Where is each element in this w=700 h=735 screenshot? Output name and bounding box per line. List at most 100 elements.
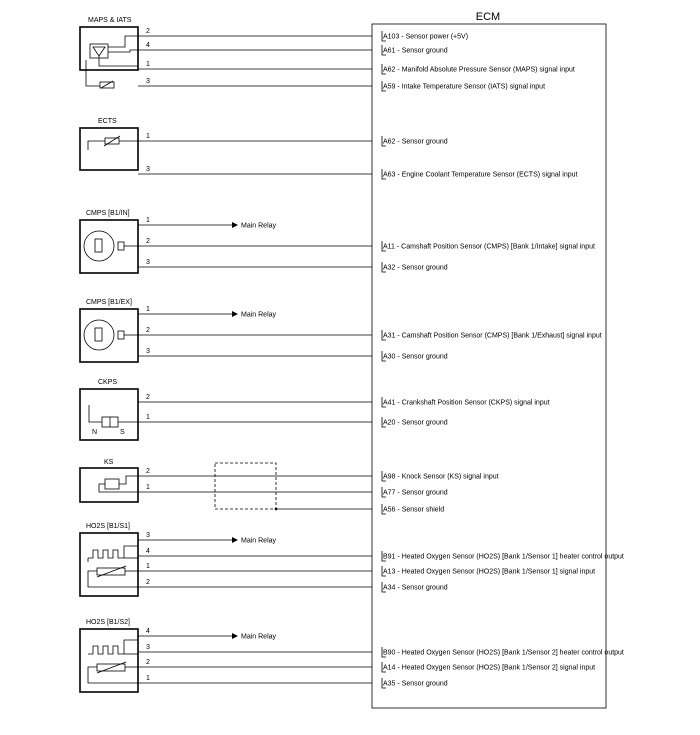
arrow-icon [232,633,238,639]
ecm-pin-label: A62 - Manifold Absolute Pressure Sensor … [383,67,575,74]
ecm-pin-description-separator: - [395,400,401,407]
ecm-pin-id: A62 [383,139,396,146]
component-box [79,219,139,274]
ecm-outline [371,23,607,709]
ecm-pin-id: B90 [383,650,396,657]
component-box [79,532,139,597]
component-title: HO2S [B1/S2] [86,619,130,626]
ecm-pin-tab [381,582,386,593]
ecm-pin-tab [381,397,386,408]
ecm-pin-tab [381,471,386,482]
ecm-pin-description: Sensor ground [402,585,448,592]
main-relay-label: Main Relay [241,538,277,545]
ecm-pin-description: Camshaft Position Sensor (CMPS) [Bank 1/… [402,333,602,340]
pin-number: 1 [146,484,150,491]
pin-number: 1 [146,61,150,68]
ecm-pin-label: B91 - Heated Oxygen Sensor (HO2S) [Bank … [383,554,624,561]
component-ks: KS [79,459,278,511]
ecm-pin-id: A56 [383,507,396,514]
ecm-pin-description: Crankshaft Position Sensor (CKPS) signal… [402,400,550,407]
ecm-pin-description-separator: - [395,244,401,251]
component-title: HO2S [B1/S1] [86,523,130,530]
component-cmps-in: CMPS [B1/IN] [79,210,139,274]
ecm-pin-tab [381,662,386,673]
ecm-pin-label: A63 - Engine Coolant Temperature Sensor … [383,172,578,179]
component-title: ECTS [98,118,117,125]
ecm-pin-tab [381,487,386,498]
ecm-pin-label: A35 - Sensor ground [383,681,448,688]
ecm-pin-id: A35 [383,681,396,688]
component-cmps-ex: CMPS [B1/EX] [79,299,139,363]
ecm-pin-tab [381,169,386,180]
pin-number: 3 [146,348,150,355]
ecm-pin-description: Heated Oxygen Sensor (HO2S) [Bank 1/Sens… [402,569,595,576]
pin-number: 2 [146,327,150,334]
ecm-pin-label: A77 - Sensor ground [383,490,448,497]
ecm-pin-label: A34 - Sensor ground [383,585,448,592]
ecm-pin-description: Sensor ground [402,354,448,361]
ecm-pin-label: A13 - Heated Oxygen Sensor (HO2S) [Bank … [383,569,595,576]
component-title: CMPS [B1/EX] [86,299,132,306]
pin-number: 2 [146,238,150,245]
main-relay-label: Main Relay [241,223,277,230]
pin-number: 3 [146,166,150,173]
ecm-pin-id: A63 [383,172,396,179]
component-ho2s-s2: HO2S [B1/S2] [79,619,139,693]
arrow-icon [232,222,238,228]
ecm-pin-description: Sensor shield [402,507,445,514]
ecm-pin-tab [381,551,386,562]
arrow-icon [232,537,238,543]
ecm-pin-tab [381,504,386,515]
ecm-pin-tab [381,417,386,428]
ecm-pin-description-separator: - [395,665,401,672]
ecm-pin-id: A62 [383,67,396,74]
component-title: MAPS & IATS [88,17,132,24]
arrow-icon [232,311,238,317]
component-ckps: CKPS N S [79,379,139,441]
shield-outline [214,462,277,510]
ecm-pin-id: B91 [383,554,396,561]
component-box [79,388,139,441]
ecm-pin-id: A30 [383,354,396,361]
component-box [79,628,139,693]
ecm-pin-description: Knock Sensor (KS) signal input [402,474,499,481]
ecm-pin-description: Heated Oxygen Sensor (HO2S) [Bank 1/Sens… [402,554,624,561]
ecm-pin-tab [381,647,386,658]
ecm-pin-label: A30 - Sensor ground [383,354,448,361]
component-box [79,127,139,171]
pin-number: 2 [146,579,150,586]
ecm-pin-label: A14 - Heated Oxygen Sensor (HO2S) [Bank … [383,665,595,672]
ecm-pin-id: A34 [383,585,396,592]
component-box [79,26,139,71]
ecm-pin-label: A98 - Knock Sensor (KS) signal input [383,474,499,481]
ecm-pin-description-separator: - [395,490,401,497]
sensing-cell-icon [96,661,127,674]
ecm-pin-description: Sensor ground [402,681,448,688]
ecm-pin-description-separator: - [399,34,405,41]
ecm-pin-id: A14 [383,665,396,672]
ecm-pin-id: A13 [383,569,396,576]
pin-number: 2 [146,394,150,401]
ecm-pin-label: A103 - Sensor power (+5V) [383,34,468,41]
ecm-pin-id: A41 [383,400,396,407]
ecm-title: ECM [476,11,500,23]
component-box [79,308,139,363]
pin-number: 4 [146,548,150,555]
ecm-pin-description: Heated Oxygen Sensor (HO2S) [Bank 1/Sens… [402,665,595,672]
ecm-pin-description: Intake Temperature Sensor (IATS) signal … [402,84,545,91]
ecm-pin-description: Sensor ground [402,48,448,55]
ecm-pin-description-separator: - [395,67,401,74]
ecm-pin-description: Sensor ground [402,139,448,146]
ecm-pin-tab [381,330,386,341]
ecm-pin-description-separator: - [395,474,401,481]
ecm-pin-id: A98 [383,474,396,481]
pin-number: 3 [146,532,150,539]
thermistor-icon [99,80,115,89]
component-ho2s-s1: HO2S [B1/S1] [79,523,139,597]
ecm-pin-label: A61 - Sensor ground [383,48,448,55]
ecm-pin-id: A59 [383,84,396,91]
ecm-pin-label: A20 - Sensor ground [383,420,448,427]
pressure-sensor-icon [89,43,109,62]
pin-number: 2 [146,659,150,666]
